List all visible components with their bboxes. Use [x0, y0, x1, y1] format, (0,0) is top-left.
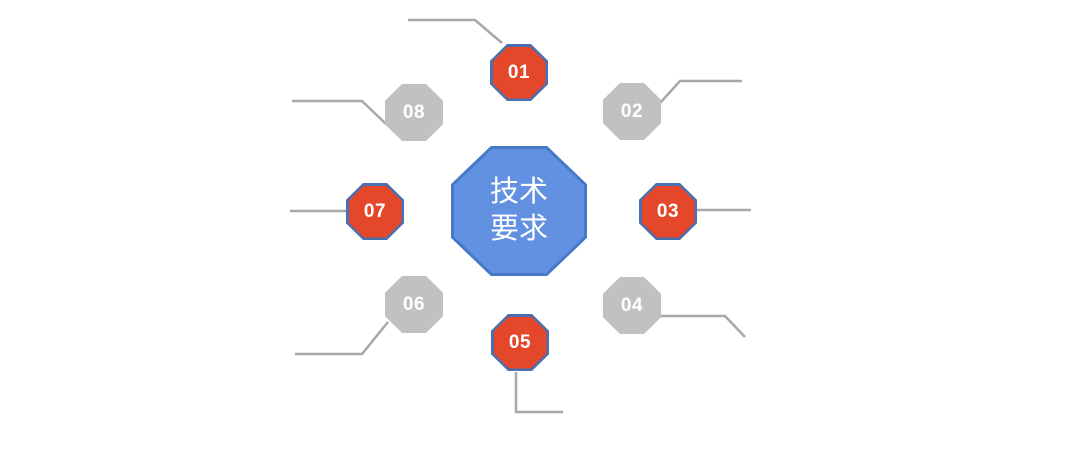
center-octagon-fill: [454, 149, 584, 273]
center-label: 技术 要求: [490, 174, 548, 248]
node-04-octagon: 04: [603, 277, 661, 334]
connector-01-line: [408, 18, 503, 44]
node-03-octagon: 03: [639, 183, 697, 240]
connector-08-line: [292, 99, 388, 126]
node-05-octagon: 05: [491, 314, 549, 371]
node-03-fill: [641, 185, 695, 238]
node-07-octagon: 07: [346, 183, 404, 240]
center-octagon: 技术 要求: [451, 146, 587, 276]
connector-04-line: [661, 314, 746, 338]
node-01-label: 01: [507, 61, 531, 83]
node-02-octagon: 02: [603, 83, 661, 140]
node-02-label: 02: [620, 100, 644, 122]
connector-02-line: [659, 79, 742, 104]
center-label-line2: 要求: [489, 213, 548, 245]
node-03-label: 03: [656, 200, 680, 222]
node-06-octagon: 06: [385, 276, 443, 333]
node-04-label: 04: [620, 294, 644, 316]
connector-05-line: [514, 372, 563, 414]
center-label-line1: 技术: [489, 176, 548, 208]
connector-06-line: [295, 321, 389, 356]
node-05-label: 05: [508, 331, 532, 353]
node-01-fill: [492, 46, 546, 99]
node-08-label: 08: [402, 101, 426, 123]
node-07-fill: [348, 185, 402, 238]
node-06-label: 06: [402, 293, 426, 315]
node-07-label: 07: [363, 200, 387, 222]
node-05-fill: [493, 316, 547, 369]
node-01-octagon: 01: [490, 44, 548, 101]
node-08-octagon: 08: [385, 84, 443, 141]
